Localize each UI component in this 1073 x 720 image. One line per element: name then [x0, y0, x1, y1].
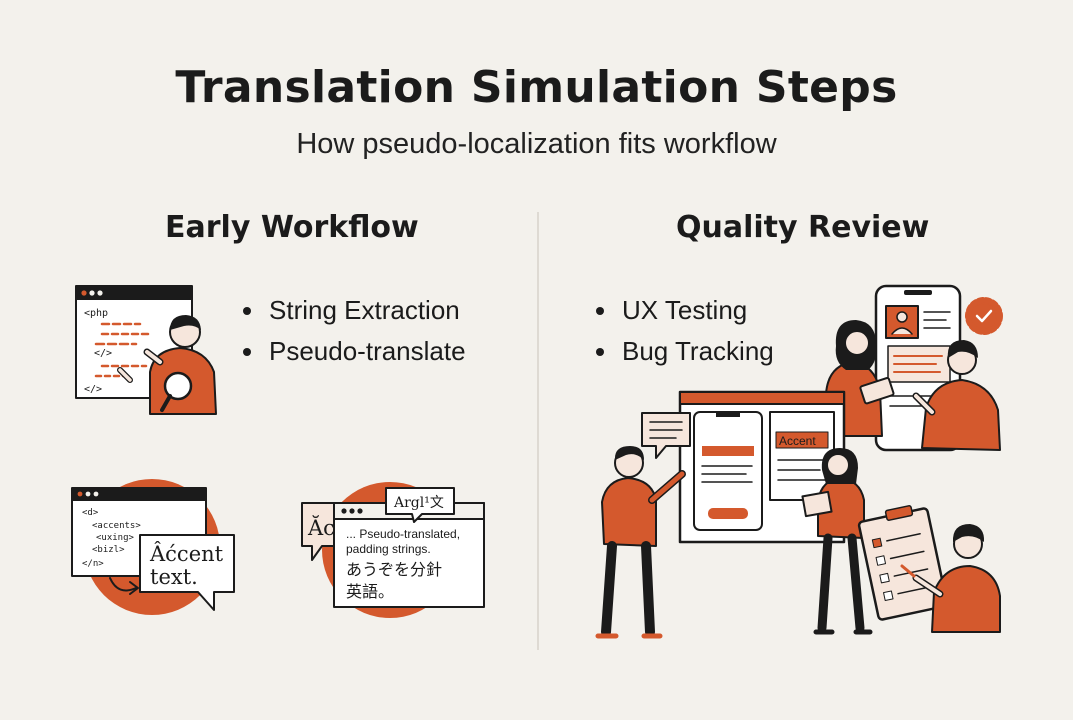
left-column-heading: Early Workflow	[165, 210, 419, 245]
code-close-tag-1: </>	[94, 348, 112, 359]
code2-line-5: </n>	[82, 559, 104, 569]
bullet-pseudo-translate: Pseudo-translate	[243, 331, 466, 372]
man-writing-figure	[900, 524, 1001, 633]
developer-with-magnifier-figure	[117, 315, 217, 415]
pseudo-line-2: padding strings.	[346, 542, 431, 556]
code2-line-3: <uxing>	[96, 533, 135, 543]
pseudo-translation-illustration: Ăc Argl¹文 ... Pseudo-translated, padding…	[301, 482, 485, 618]
accent-label: Accent	[779, 434, 816, 448]
code2-line-2: <accents>	[92, 521, 141, 531]
code2-line-4: <bizl>	[92, 545, 125, 555]
page-subtitle: How pseudo-localization fits workflow	[296, 128, 777, 160]
code2-line-1: <d>	[82, 508, 99, 518]
bullet-ux-testing: UX Testing	[596, 290, 774, 331]
gear-icon	[965, 297, 1003, 335]
pseudo-line-3: あうぞを分針	[346, 560, 442, 579]
code-tag-php: <php	[84, 308, 108, 319]
man-pointing-figure	[595, 446, 686, 639]
accent-bubble-line-2: text.	[150, 565, 198, 589]
pseudo-line-1: ... Pseudo-translated,	[346, 527, 460, 541]
column-divider	[537, 212, 539, 650]
bullet-string-extraction: String Extraction	[243, 290, 466, 331]
right-column-heading: Quality Review	[676, 210, 930, 245]
pseudo-line-4: 英語。	[346, 582, 394, 601]
ux-testing-window-illustration: Accent	[641, 390, 846, 544]
man-at-phone-figure	[912, 340, 1001, 451]
right-bullet-list: UX Testing Bug Tracking	[596, 290, 774, 372]
code-close-tag-2: </>	[84, 384, 102, 395]
woman-with-notebook-figure	[801, 448, 873, 635]
pseudo-tag-label: Argl¹文	[393, 495, 444, 511]
accent-bubble-line-1: Âćcent	[149, 542, 224, 566]
left-bullet-list: String Extraction Pseudo-translate	[243, 290, 466, 372]
side-glyph-text: Ăc	[307, 516, 335, 540]
bullet-bug-tracking: Bug Tracking	[596, 331, 774, 372]
accent-text-illustration: <d> <accents> <uxing> <bizl> </n> Âćcent…	[71, 479, 235, 615]
page-title: Translation Simulation Steps	[175, 62, 898, 113]
bug-tracking-clipboard-illustration	[857, 505, 949, 621]
